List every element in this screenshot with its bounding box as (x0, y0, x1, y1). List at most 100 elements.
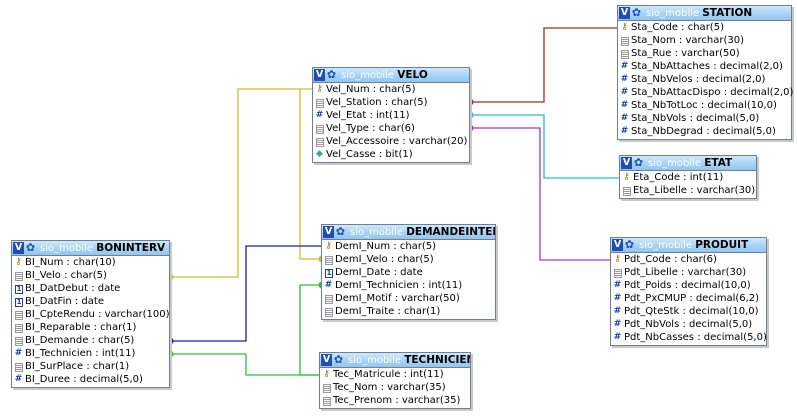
table-column-row[interactable]: #Sta_NbAttaches : decimal(2,0) (618, 60, 791, 73)
table-column-row[interactable]: ⚷Vel_Num : char(5) (313, 83, 469, 96)
table-column-row[interactable]: Vel_Station : char(5) (313, 96, 469, 109)
string-field-icon (316, 99, 324, 108)
table-column-row[interactable]: ⚷BI_Num : char(10) (12, 256, 169, 269)
column-label: BI_Reparable : char(1) (25, 322, 137, 333)
table-station[interactable]: V ✿ sio_mobile STATION ⚷Sta_Code : char(… (617, 5, 794, 140)
table-column-row[interactable]: BI_Demande : char(5) (12, 334, 169, 347)
table-technicien[interactable]: V ✿ sio_mobile TECHNICIEN ⚷Tec_Matricule… (319, 352, 471, 409)
column-label: Tec_Prenom : varchar(35) (333, 395, 461, 406)
table-name: STATION (702, 7, 753, 19)
table-column-row[interactable]: BI_Reparable : char(1) (12, 321, 169, 334)
table-produit[interactable]: V ✿ sio_mobile PRODUIT ⚷Pdt_Code : char(… (610, 237, 767, 346)
column-label: Sta_Nom : varchar(30) (631, 35, 745, 46)
table-column-row[interactable]: #Sta_NbVols : decimal(5,0) (618, 112, 791, 125)
numeric-field-icon: # (613, 319, 622, 329)
table-column-row[interactable]: #Pdt_Poids : decimal(10,0) (611, 279, 766, 292)
table-column-row[interactable]: ⚷DemI_Num : char(5) (322, 240, 495, 253)
string-field-icon (621, 37, 629, 46)
table-column-row[interactable]: DemI_Traite : char(1) (322, 305, 495, 318)
table-column-row[interactable]: BI_SurPlace : char(1) (12, 360, 169, 373)
primary-key-icon: ⚷ (623, 172, 630, 182)
schema-name: sio_mobile (646, 8, 700, 19)
column-label: Pdt_NbCasses : decimal(5,0) (624, 332, 767, 343)
table-name: TECHNICIEN (404, 354, 470, 366)
relation-velo-etat (470, 114, 620, 179)
string-field-icon (15, 311, 23, 320)
schema-name: sio_mobile (40, 243, 94, 254)
string-field-icon (621, 50, 629, 59)
column-label: Sta_Code : char(5) (631, 22, 724, 33)
string-field-icon (15, 363, 23, 372)
table-column-row[interactable]: BI_CpteRendu : varchar(100) (12, 308, 170, 321)
table-column-row[interactable]: Pdt_Libelle : varchar(30) (611, 266, 766, 279)
table-column-row[interactable]: Vel_Type : char(6) (313, 122, 469, 135)
table-column-row[interactable]: #Pdt_PxCMUP : decimal(6,2) (611, 292, 766, 305)
column-label: Sta_NbVols : decimal(5,0) (631, 113, 760, 124)
schema-name: sio_mobile (639, 240, 693, 251)
column-label: Tec_Nom : varchar(35) (333, 382, 446, 393)
table-column-row[interactable]: #DemI_Technicien : int(11) (322, 279, 495, 292)
table-column-row[interactable]: ⚷Eta_Code : int(11) (620, 171, 756, 184)
gear-icon: ✿ (25, 241, 36, 254)
column-label: Vel_Casse : bit(1) (326, 149, 413, 160)
table-column-row[interactable]: #Pdt_QteStk : decimal(10,0) (611, 305, 766, 318)
table-column-row[interactable]: Eta_Libelle : varchar(30) (620, 184, 756, 197)
table-column-row[interactable]: ◆Vel_Casse : bit(1) (313, 148, 469, 161)
table-column-row[interactable]: #BI_Duree : decimal(5,0) (12, 373, 169, 386)
column-label: Vel_Num : char(5) (326, 84, 416, 95)
date-field-icon: 1 (325, 269, 333, 278)
table-column-row[interactable]: #Pdt_NbCasses : decimal(5,0) (611, 331, 767, 344)
view-badge-icon: V (13, 242, 24, 254)
column-list: ⚷Vel_Num : char(5)Vel_Station : char(5)#… (313, 83, 469, 162)
table-column-row[interactable]: Vel_Accessoire : varchar(20) (313, 135, 469, 148)
table-boninterv[interactable]: V ✿ sio_mobile BONINTERV ⚷BI_Num : char(… (11, 240, 170, 388)
string-field-icon (15, 324, 23, 333)
schema-name: sio_mobile (341, 70, 395, 81)
view-badge-icon: V (619, 7, 630, 19)
table-header[interactable]: V ✿ sio_mobile BONINTERV (12, 241, 169, 256)
table-column-row[interactable]: Tec_Prenom : varchar(35) (320, 394, 470, 407)
table-header[interactable]: V ✿ sio_mobile ETAT (620, 156, 756, 171)
table-header[interactable]: V ✿ sio_mobile PRODUIT (611, 238, 766, 253)
table-velo[interactable]: V ✿ sio_mobile VELO ⚷Vel_Num : char(5)Ve… (312, 67, 470, 163)
table-column-row[interactable]: #Sta_NbVelos : decimal(2,0) (618, 73, 791, 86)
table-column-row[interactable]: #Sta_NbTotLoc : decimal(10,0) (618, 99, 791, 112)
table-column-row[interactable]: DemI_Velo : char(5) (322, 253, 495, 266)
column-list: ⚷Tec_Matricule : int(11)Tec_Nom : varcha… (320, 368, 470, 408)
table-column-row[interactable]: ⚷Tec_Matricule : int(11) (320, 368, 470, 381)
column-label: BI_Duree : decimal(5,0) (25, 374, 143, 385)
numeric-field-icon: # (620, 126, 629, 136)
table-column-row[interactable]: DemI_Motif : varchar(50) (322, 292, 495, 305)
table-column-row[interactable]: ⚷Pdt_Code : char(6) (611, 253, 766, 266)
table-header[interactable]: V ✿ sio_mobile DEMANDEINTER (322, 225, 495, 240)
bit-field-icon: ◆ (316, 149, 323, 159)
numeric-field-icon: # (613, 280, 622, 290)
schema-name: sio_mobile (348, 355, 402, 366)
table-column-row[interactable]: Sta_Rue : varchar(50) (618, 47, 791, 60)
table-demandeinter[interactable]: V ✿ sio_mobile DEMANDEINTER ⚷DemI_Num : … (321, 224, 496, 320)
table-header[interactable]: V ✿ sio_mobile TECHNICIEN (320, 353, 470, 368)
table-column-row[interactable]: Tec_Nom : varchar(35) (320, 381, 470, 394)
relation-boninterv-velo (170, 88, 313, 278)
table-column-row[interactable]: #Pdt_NbVols : decimal(5,0) (611, 318, 766, 331)
table-etat[interactable]: V ✿ sio_mobile ETAT ⚷Eta_Code : int(11)E… (619, 155, 757, 199)
table-header[interactable]: V ✿ sio_mobile STATION (618, 6, 791, 21)
relation-velo-station (470, 27, 620, 103)
table-column-row[interactable]: #BI_Technicien : int(11) (12, 347, 169, 360)
column-label: Eta_Code : int(11) (633, 172, 724, 183)
column-label: BI_Technicien : int(11) (25, 348, 136, 359)
column-list: ⚷Pdt_Code : char(6)Pdt_Libelle : varchar… (611, 253, 767, 345)
schema-name: sio_mobile (648, 158, 702, 169)
table-column-row[interactable]: #Sta_NbAttacDispo : decimal(2,0) (618, 86, 794, 99)
column-label: Vel_Etat : int(11) (326, 110, 410, 121)
table-column-row[interactable]: #Sta_NbDegrad : decimal(5,0) (618, 125, 791, 138)
relation-demandeinter-velo (299, 89, 322, 260)
table-column-row[interactable]: ⚷Sta_Code : char(5) (618, 21, 791, 34)
table-column-row[interactable]: Sta_Nom : varchar(30) (618, 34, 791, 47)
table-column-row[interactable]: BI_Velo : char(5) (12, 269, 169, 282)
table-column-row[interactable]: #Vel_Etat : int(11) (313, 109, 469, 122)
table-header[interactable]: V ✿ sio_mobile VELO (313, 68, 469, 83)
